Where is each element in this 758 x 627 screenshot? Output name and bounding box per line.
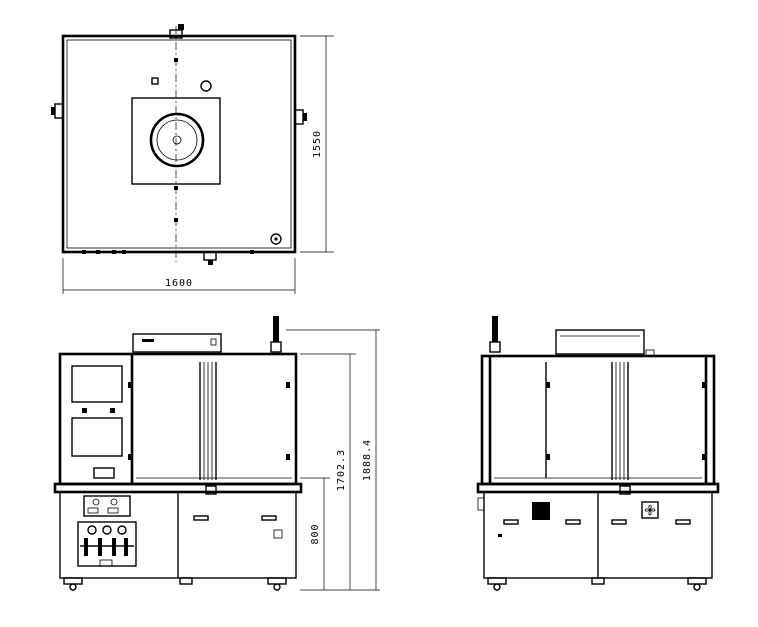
- gauge-readout: [87, 507, 99, 514]
- centerline-marker: [174, 218, 178, 222]
- gauge: [92, 498, 100, 506]
- rear-hinge: [702, 454, 706, 460]
- filter: [124, 538, 128, 556]
- rear-upper-frame: [480, 354, 716, 486]
- regulator: [102, 525, 112, 535]
- chamber-lid: [131, 97, 221, 185]
- cabinet-top-clip: [205, 485, 217, 495]
- rear-caster: [493, 583, 501, 591]
- rear-signal-tower-lamp: [492, 316, 498, 342]
- fan-icon: [641, 501, 659, 519]
- chamber-center: [172, 135, 182, 145]
- hinge: [286, 382, 290, 388]
- left-bracket-tab: [51, 107, 55, 115]
- filter: [84, 538, 88, 556]
- top-view-inner-frame: [66, 39, 292, 249]
- hinge: [286, 454, 290, 460]
- bottom-feature: [250, 250, 254, 254]
- rear-leveling-foot: [687, 577, 707, 585]
- hinge: [128, 382, 132, 388]
- rear-cabinet-handle: [611, 519, 627, 525]
- signal-tower-base: [270, 341, 282, 353]
- access-handle: [93, 467, 115, 479]
- controller-switch: [210, 338, 217, 346]
- chamber-inner-ring: [156, 119, 198, 161]
- top-view-frame: [61, 34, 297, 254]
- monitor-screen: [71, 365, 123, 403]
- caster: [69, 583, 77, 591]
- round-port: [200, 80, 212, 92]
- rear-view: [476, 316, 720, 591]
- controller-display: [142, 339, 154, 342]
- filter: [112, 538, 116, 556]
- bottom-feature: [82, 250, 86, 254]
- bottom-bracket-tab: [208, 260, 213, 265]
- rear-cabinet-top-clip: [619, 485, 631, 495]
- bottom-feature: [112, 250, 116, 254]
- leveling-foot: [63, 577, 83, 585]
- bottom-feature: [122, 250, 126, 254]
- hinge: [128, 454, 132, 460]
- right-bracket-tab: [303, 113, 307, 121]
- lower-panel-window: [71, 417, 123, 457]
- panel-button: [110, 408, 115, 413]
- rear-power-connector: [532, 502, 550, 520]
- top-bracket-tab: [178, 24, 184, 30]
- cabinet-handle: [261, 515, 277, 521]
- regulator: [87, 525, 97, 535]
- centerline-marker: [174, 186, 178, 190]
- lower-height-label: 800: [310, 523, 321, 544]
- rear-label-mark: [498, 534, 502, 537]
- corner-port-center: [274, 237, 278, 241]
- rear-hinge: [702, 382, 706, 388]
- rear-cabinet-handle: [503, 519, 519, 525]
- rear-cabinet-handle: [675, 519, 691, 525]
- fan-blades-icon: [644, 504, 656, 516]
- width-dimension-label: 1600: [165, 278, 193, 289]
- frame-height-label: 1702.3: [336, 449, 347, 491]
- cabinet-label: [273, 529, 283, 539]
- rear-cabinet-handle: [565, 519, 581, 525]
- drain-block: [99, 559, 113, 567]
- rear-top-box: [555, 329, 645, 355]
- signal-tower-lamp: [273, 316, 279, 342]
- square-port: [151, 77, 159, 85]
- gauge: [110, 498, 118, 506]
- leveling-foot: [179, 577, 193, 585]
- leveling-foot: [267, 577, 287, 585]
- centerline-marker: [174, 58, 178, 62]
- rear-caster: [693, 583, 701, 591]
- rear-side-fitting: [477, 497, 485, 511]
- gauge-readout: [107, 507, 119, 514]
- rear-leveling-foot: [591, 577, 605, 585]
- rear-leveling-foot: [487, 577, 507, 585]
- regulator: [117, 525, 127, 535]
- rear-hinge: [546, 382, 550, 388]
- cabinet-handle: [193, 515, 209, 521]
- caster: [273, 583, 281, 591]
- depth-dimension-label: 1550: [312, 130, 323, 158]
- filter: [98, 538, 102, 556]
- controller-box: [132, 333, 222, 353]
- gauge-panel: [83, 495, 131, 517]
- front-view: 800 1702.3 1888.4: [53, 316, 380, 591]
- panel-button: [82, 408, 87, 413]
- rear-cabinet-top-rail: [476, 482, 720, 494]
- rear-signal-tower-base: [489, 341, 501, 353]
- rear-hinge: [546, 454, 550, 460]
- bottom-feature: [96, 250, 100, 254]
- upper-frame: [58, 352, 298, 486]
- top-view: 1600 1550: [51, 24, 334, 294]
- corner-port: [270, 233, 282, 245]
- chamber-ring: [149, 112, 205, 168]
- total-height-label: 1888.4: [362, 439, 373, 481]
- top-bracket: [169, 29, 183, 39]
- cabinet-top-rail: [53, 482, 303, 494]
